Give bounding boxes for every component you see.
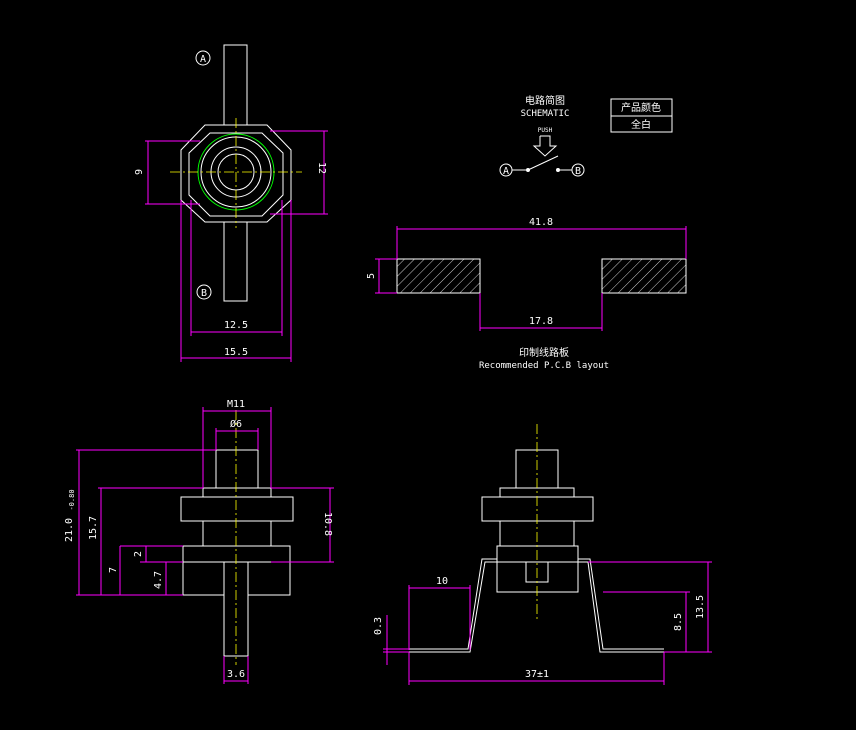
top-view-labels: A B	[195, 50, 212, 300]
dim-0-3: 0.3	[373, 617, 384, 635]
dim-10: 10	[436, 576, 448, 587]
nut-octagon	[188, 132, 284, 217]
schematic-b-label: B	[575, 166, 581, 177]
dim-12-5: 12.5	[224, 320, 248, 331]
terminal-b-marker	[196, 284, 212, 300]
terminal-a-label: A	[200, 54, 206, 65]
lead-right-inner	[578, 558, 664, 650]
lead-right	[578, 561, 664, 653]
lead-left	[409, 561, 497, 653]
dim-m11: M11	[227, 399, 245, 410]
dim-13-5: 13.5	[695, 595, 706, 619]
pcb-pad-right	[601, 258, 687, 294]
dim-17-8: 17.8	[529, 316, 553, 327]
pcb-title-en: Recommended P.C.B layout	[479, 361, 609, 371]
dim-8-5: 8.5	[673, 613, 684, 631]
dim-7: 7	[108, 567, 119, 573]
schematic-a-label: A	[503, 166, 509, 177]
dim-21-main: 21.0	[64, 518, 75, 542]
side-view-dimensions	[76, 407, 334, 684]
dim-41-8: 41.8	[529, 217, 553, 228]
pcb-layout: 41.8 5 17.8 印制线路板 Recommended P.C.B layo…	[366, 217, 687, 371]
push-label: PUSH	[538, 127, 553, 134]
terminal-b-label: B	[201, 288, 207, 299]
dim-06: Ø6	[230, 418, 242, 430]
mounted-view-dim-text: 10 0.3 8.5 13.5 37±1	[373, 576, 706, 680]
schematic: 电路简图 SCHEMATIC PUSH A B	[499, 94, 585, 177]
push-arrow-icon	[532, 135, 558, 157]
top-view-dim-text: 9 12 12.5 15.5	[134, 162, 327, 358]
dim-10-8: 10.8	[322, 512, 333, 536]
dim-15-7: 15.7	[88, 516, 99, 540]
switch-symbol	[499, 155, 585, 177]
color-table-value: 全白	[631, 118, 651, 131]
side-view-dim-text: M11 Ø6 21.0 -0.80 15.7 10.8 2 7 4.7 3.6	[64, 399, 333, 680]
dim-2: 2	[133, 551, 144, 557]
terminal-a-marker	[195, 50, 211, 66]
top-view-centerlines	[170, 118, 302, 228]
top-view-dimensions	[145, 130, 328, 362]
mounted-view-dimensions	[383, 561, 712, 685]
pcb-title-cn: 印制线路板	[519, 346, 569, 359]
dim-5: 5	[366, 273, 377, 279]
lead-left-inner	[409, 558, 497, 650]
schematic-title-en: SCHEMATIC	[521, 109, 570, 119]
color-table: 产品颜色 全白	[610, 98, 673, 133]
dim-12: 12	[316, 162, 327, 174]
color-table-header: 产品颜色	[621, 101, 661, 114]
schematic-title-cn: 电路简图	[525, 94, 565, 107]
pcb-pad-left	[396, 258, 481, 294]
dim-4-7: 4.7	[153, 571, 164, 589]
dim-37: 37±1	[525, 669, 549, 680]
dim-9: 9	[134, 169, 145, 175]
dim-15-5: 15.5	[224, 347, 248, 358]
dim-21-tol: -0.80	[68, 489, 76, 510]
dim-3-6: 3.6	[227, 669, 245, 680]
